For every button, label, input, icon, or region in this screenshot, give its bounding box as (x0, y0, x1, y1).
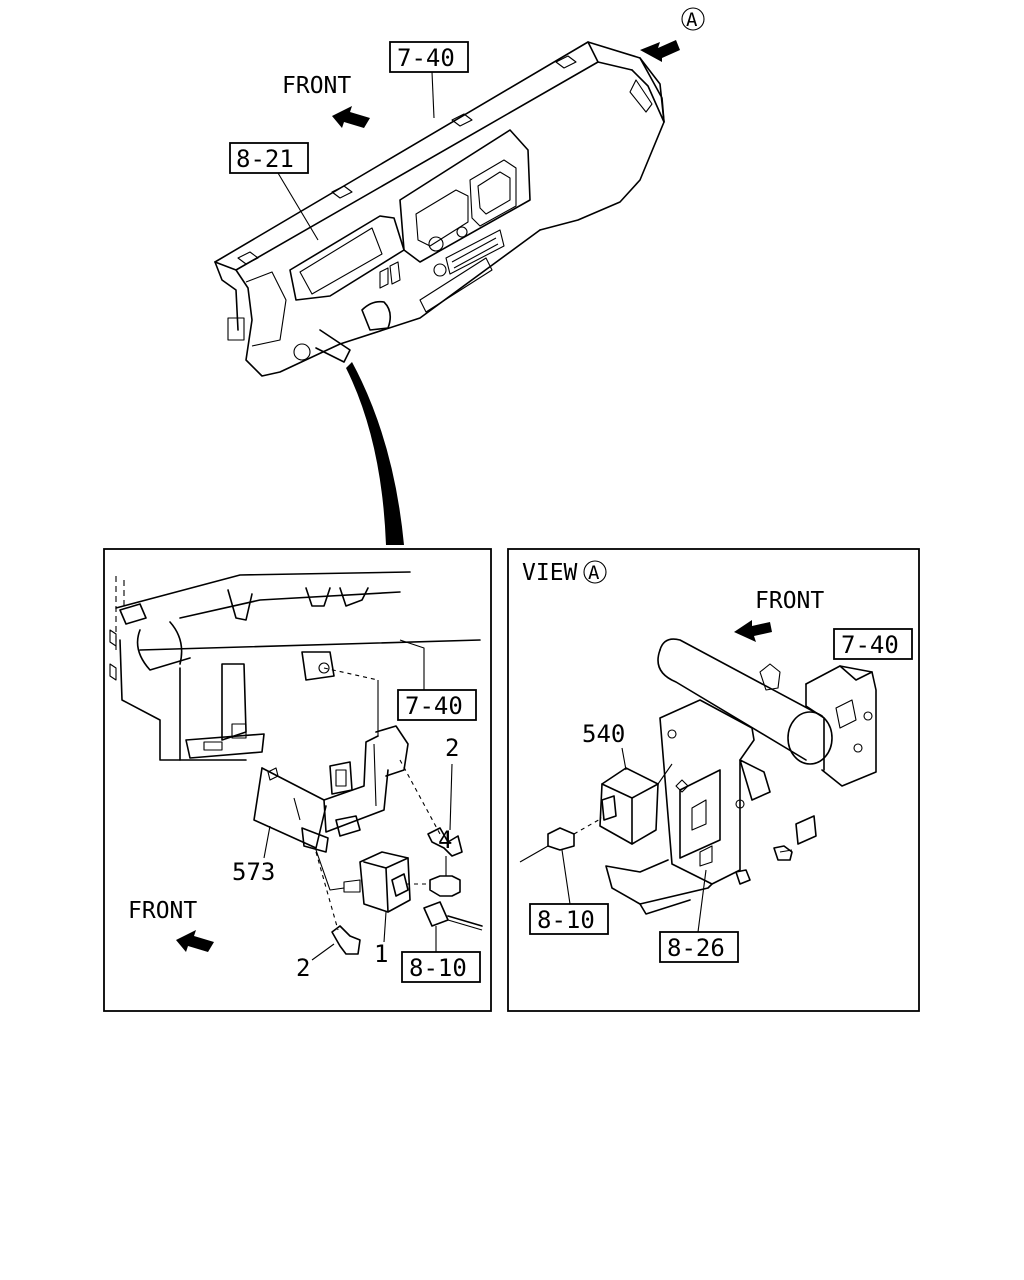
part-number-1: 1 (374, 940, 388, 968)
view-a-letter-right: A (588, 562, 600, 584)
part-number-573: 573 (232, 858, 275, 886)
front-label-right: FRONT (755, 588, 824, 614)
part-number-2-upper: 2 (445, 734, 459, 762)
svg-text:8-10: 8-10 (537, 906, 595, 934)
view-a-letter-top: A (686, 9, 698, 31)
ref-8-26-right: 8-26 (659, 869, 739, 963)
right-panel-drawing (519, 638, 877, 915)
view-a-header: VIEW A (522, 560, 607, 586)
front-label-left: FRONT (128, 898, 197, 924)
detail-pointer (346, 362, 404, 545)
front-arrow-icon (332, 106, 370, 128)
ref-7-40-top: 7-40 (389, 41, 469, 119)
ref-8-10-left: 8-10 (401, 926, 481, 983)
ref-8-21-top: 8-21 (229, 142, 319, 241)
front-indicator-right: FRONT (734, 588, 824, 642)
view-a-marker-top: A (640, 7, 705, 62)
part-number-540: 540 (582, 720, 625, 748)
part-number-2-lower: 2 (296, 954, 310, 982)
svg-text:8-21: 8-21 (236, 145, 294, 173)
front-arrow-icon (734, 620, 772, 642)
ref-7-40-left: 7-40 (397, 639, 477, 721)
svg-text:7-40: 7-40 (397, 44, 455, 72)
svg-text:7-40: 7-40 (841, 631, 899, 659)
right-detail-panel (507, 548, 920, 1012)
svg-text:7-40: 7-40 (405, 692, 463, 720)
left-detail-panel (103, 548, 492, 1012)
front-label-top: FRONT (282, 73, 351, 99)
svg-text:8-26: 8-26 (667, 934, 725, 962)
dashboard-assembly (214, 41, 665, 377)
front-indicator-top: FRONT (282, 73, 370, 128)
view-label: VIEW (522, 560, 578, 586)
part-number-4: 4 (438, 826, 452, 854)
svg-text:8-10: 8-10 (409, 954, 467, 982)
view-arrow-icon (640, 40, 680, 62)
front-arrow-icon (176, 930, 214, 952)
front-indicator-left: FRONT (128, 898, 214, 952)
ref-7-40-right: 7-40 (833, 628, 913, 660)
left-panel-bracket-drawing (109, 571, 483, 955)
ref-8-10-right: 8-10 (529, 849, 609, 935)
